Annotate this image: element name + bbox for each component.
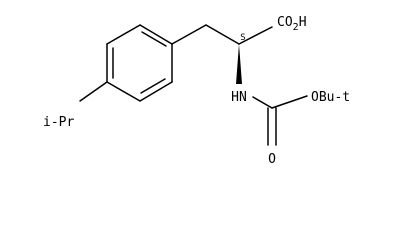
ester-oxygen-label: OBu-t (311, 90, 350, 105)
nh-to-carbamate-bond (252, 96, 273, 109)
carbamate-to-ester-oxygen-bond (271, 95, 308, 109)
benzene-ring (106, 24, 173, 102)
molecule-structure: CO2H S HN OBu-t O i-Pr (43, 15, 350, 167)
ch2-to-alpha-carbon-bond (205, 24, 240, 45)
stereo-wedge-bond (236, 44, 242, 84)
carboxylic-acid-label: CO2H (277, 15, 307, 33)
amine-label: HN (231, 90, 247, 105)
ring-to-ch2-bond (171, 24, 207, 45)
alpha-to-carboxyl-bond (238, 26, 273, 45)
stereo-descriptor-label: S (240, 33, 245, 43)
ring-to-isopropyl-bond (79, 81, 108, 102)
carbonyl-oxygen-label: O (268, 152, 276, 167)
isopropyl-label: i-Pr (43, 115, 74, 130)
